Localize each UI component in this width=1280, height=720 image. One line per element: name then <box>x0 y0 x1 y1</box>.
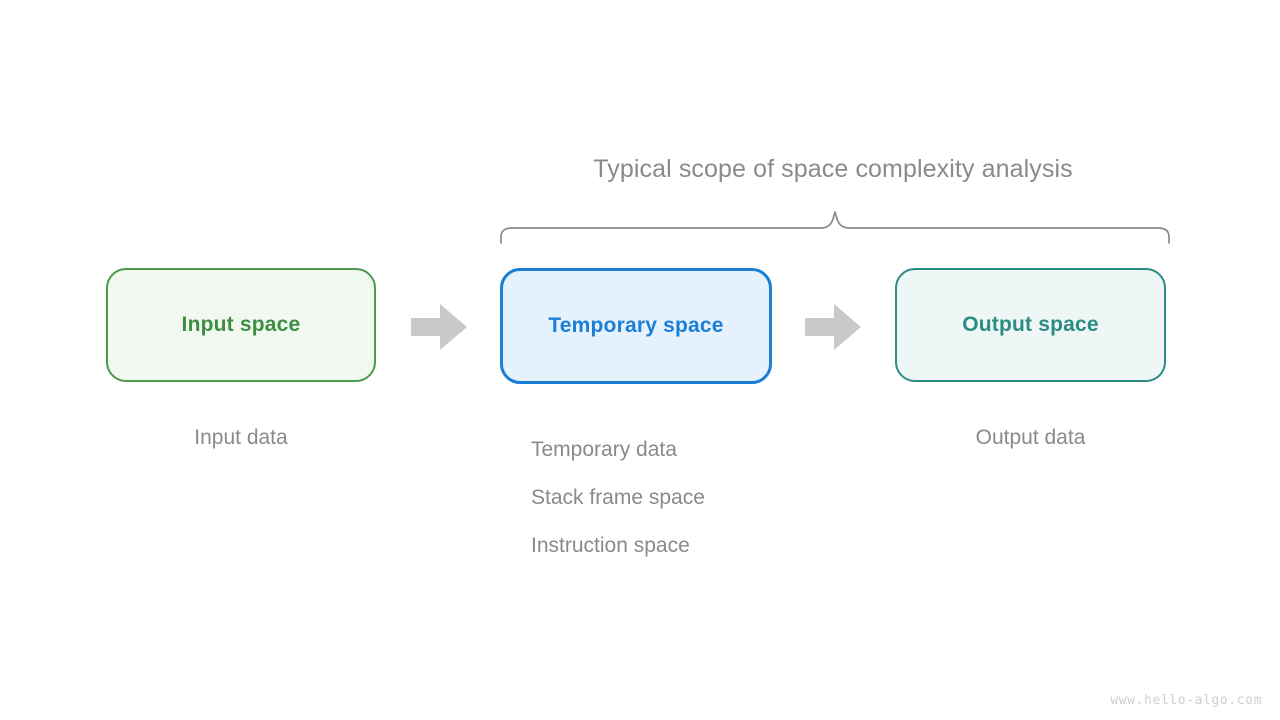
arrow-right-icon-temporary-to-output <box>805 304 861 350</box>
watermark: www.hello-algo.com <box>1110 693 1262 708</box>
caption-temporary-data: Temporary data <box>531 438 677 461</box>
box-output-space-label: Output space <box>962 313 1099 336</box>
box-input-space[interactable]: Input space <box>106 268 376 382</box>
scope-bracket <box>500 211 1170 244</box>
box-input-space-label: Input space <box>181 313 301 336</box>
box-temporary-space-label: Temporary space <box>548 314 724 337</box>
box-output-space[interactable]: Output space <box>895 268 1166 382</box>
scope-title: Typical scope of space complexity analys… <box>593 155 1073 183</box>
arrow-right-icon-input-to-temporary <box>411 304 467 350</box>
box-temporary-space[interactable]: Temporary space <box>500 268 772 384</box>
caption-output-data: Output data <box>975 426 1086 449</box>
caption-instruction-space: Instruction space <box>531 534 690 557</box>
caption-input-data: Input data <box>194 426 288 449</box>
caption-temporary-list: Temporary data Stack frame space Instruc… <box>531 426 705 570</box>
caption-stack-frame-space: Stack frame space <box>531 486 705 509</box>
